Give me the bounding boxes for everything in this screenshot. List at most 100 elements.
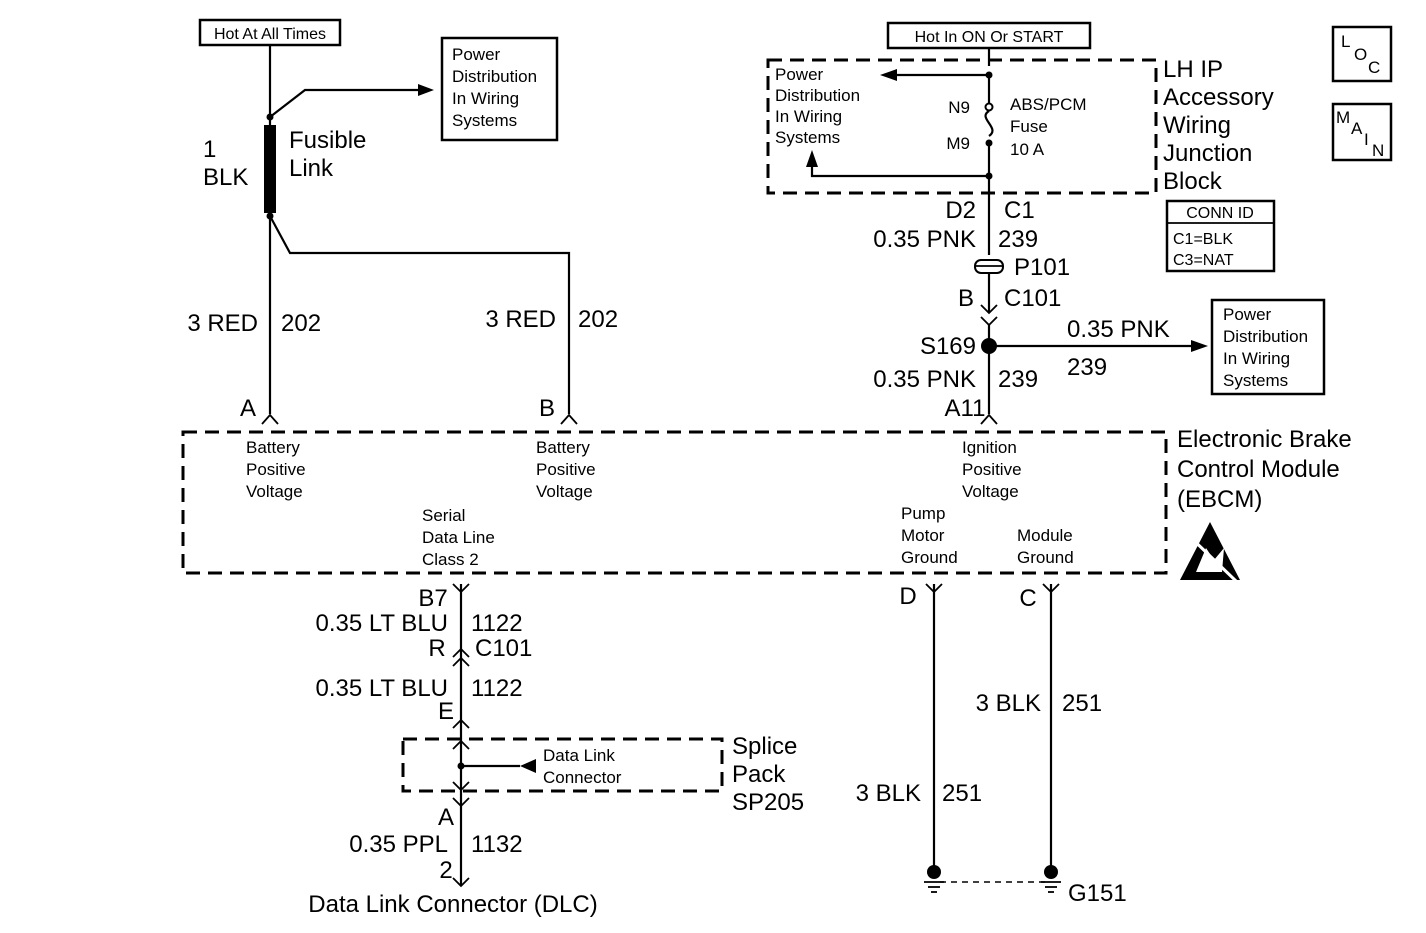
splice-pack-label: Splice <box>732 733 797 760</box>
hot-at-all-times-label: Hot At All Times <box>214 26 326 43</box>
connector-terminal <box>452 647 470 658</box>
connector-terminal <box>980 304 998 315</box>
ground-label: G151 <box>1068 880 1127 907</box>
svg-text:(EBCM): (EBCM) <box>1177 486 1262 513</box>
wire-1132-color: 0.35 PPL <box>349 831 448 858</box>
connector-terminal <box>452 739 470 750</box>
conn-id-row: C3=NAT <box>1173 252 1234 269</box>
svg-text:Data Line: Data Line <box>422 528 495 547</box>
svg-text:Positive: Positive <box>246 460 306 479</box>
wire-1122-bottom-color: 0.35 LT BLU <box>315 675 448 702</box>
loc-button[interactable]: L O C <box>1331 25 1393 83</box>
svg-text:Positive: Positive <box>962 460 1022 479</box>
wire-239-branch-color: 0.35 PNK <box>1067 316 1170 343</box>
svg-text:Power: Power <box>775 65 824 84</box>
pin-2-label: 2 <box>439 857 452 884</box>
svg-text:Junction: Junction <box>1163 140 1252 167</box>
ebcm-pin-label: Battery <box>246 438 300 457</box>
connector-terminal <box>560 413 578 425</box>
pin-a11-label: A11 <box>945 395 986 422</box>
ebcm-pin-label: Ignition <box>962 438 1017 457</box>
junction-block-section: Hot In ON Or START Power Distribution In… <box>766 21 1326 425</box>
splice-dlc-label: Data Link <box>543 746 615 765</box>
main-button[interactable]: M A I N <box>1331 102 1393 162</box>
splice-pack-outline <box>401 737 724 793</box>
wire-251-c-circuit: 251 <box>1062 690 1102 717</box>
svg-text:Control Module: Control Module <box>1177 456 1340 483</box>
wire-1122-top-color: 0.35 LT BLU <box>315 610 448 637</box>
fuse-name: ABS/PCM <box>1010 95 1087 114</box>
svg-text:Motor: Motor <box>901 526 945 545</box>
svg-text:SP205: SP205 <box>732 789 804 816</box>
svg-text:Voltage: Voltage <box>246 482 303 501</box>
pin-a-dlc-label: A <box>438 804 454 831</box>
ebcm-pin-label: Battery <box>536 438 590 457</box>
connector-pin-d2: D2 <box>945 197 976 224</box>
arrow-right-icon <box>1191 340 1208 352</box>
c101-top-pin: B <box>958 285 974 312</box>
svg-text:Power: Power <box>452 45 501 64</box>
connector-terminal <box>452 877 470 888</box>
svg-text:Block: Block <box>1163 168 1223 195</box>
arrow-left-icon <box>520 759 536 773</box>
hot-in-on-or-start-label: Hot In ON Or START <box>915 29 1064 46</box>
svg-text:Link: Link <box>289 155 334 182</box>
svg-text:Power: Power <box>1223 305 1272 324</box>
wire-239-ebcm-color: 0.35 PNK <box>873 366 976 393</box>
wire-251-d-circuit: 251 <box>942 780 982 807</box>
svg-text:Connector: Connector <box>543 768 622 787</box>
ground-icon <box>1041 881 1061 893</box>
svg-text:O: O <box>1354 45 1367 64</box>
svg-text:Systems: Systems <box>1223 371 1288 390</box>
fuse-symbol <box>984 110 994 137</box>
wire-202-a-color: 3 RED <box>187 310 258 337</box>
junction-block-title: LH IP <box>1163 56 1223 83</box>
conn-id-box <box>1165 199 1276 273</box>
svg-text:A: A <box>1351 119 1363 138</box>
svg-text:Wiring: Wiring <box>1163 112 1231 139</box>
ebcm-outline <box>181 430 1168 575</box>
wire-1122-top-circuit: 1122 <box>471 610 523 637</box>
wire-251-d-color: 3 BLK <box>856 780 921 807</box>
pin-e-label: E <box>438 698 454 725</box>
wire-202-b-color: 3 RED <box>485 306 556 333</box>
wire-251-c-color: 3 BLK <box>976 690 1041 717</box>
power-distribution-box-left <box>440 36 559 142</box>
svg-text:M: M <box>1336 108 1350 127</box>
wire-202-b-circuit: 202 <box>578 306 618 333</box>
conn-id-title: CONN ID <box>1186 205 1254 222</box>
serial-data-circuit: B7 0.35 LT BLU 1122 R C101 0.35 LT BLU 1… <box>308 583 804 918</box>
c101-bottom-label: C101 <box>475 635 532 662</box>
arrow-right-icon <box>418 84 434 96</box>
fuse-pin-n9: N9 <box>948 98 970 117</box>
connector-terminal <box>452 718 470 729</box>
wire-1122-bottom-circuit: 1122 <box>471 675 523 702</box>
esd-warning-icon <box>1180 522 1240 584</box>
hot-at-all-times-section: Hot At All Times Power Distribution In W… <box>187 18 618 425</box>
pin-b7-label: B7 <box>418 585 447 612</box>
svg-text:N: N <box>1372 141 1384 160</box>
fusible-link-color: BLK <box>203 164 248 191</box>
svg-text:In Wiring: In Wiring <box>452 89 519 108</box>
dlc-name: Data Link Connector (DLC) <box>308 891 597 918</box>
ebcm-module: Electronic Brake Control Module (EBCM) B… <box>181 426 1352 584</box>
pin-b-label: B <box>539 395 555 422</box>
svg-text:C: C <box>1368 58 1380 77</box>
wire-239-ebcm-circuit: 239 <box>998 366 1038 393</box>
svg-text:Systems: Systems <box>775 128 840 147</box>
connector-terminal <box>261 413 279 425</box>
p101-label: P101 <box>1014 254 1070 281</box>
pin-c-label: C <box>1019 585 1036 612</box>
connector-terminal <box>980 316 998 327</box>
wire-239-branch-circuit: 239 <box>1067 354 1107 381</box>
svg-text:Positive: Positive <box>536 460 596 479</box>
fuse-pin-m9: M9 <box>946 134 970 153</box>
wire-1132-circuit: 1132 <box>471 831 523 858</box>
svg-text:Class 2: Class 2 <box>422 550 479 569</box>
ground-icon <box>924 881 944 893</box>
svg-text:Distribution: Distribution <box>452 67 537 86</box>
ebcm-pin-label: Pump <box>901 504 945 523</box>
ground-circuits: D 3 BLK 251 C 3 BLK 251 G151 <box>856 583 1127 907</box>
c101-top-label: C101 <box>1004 285 1061 312</box>
